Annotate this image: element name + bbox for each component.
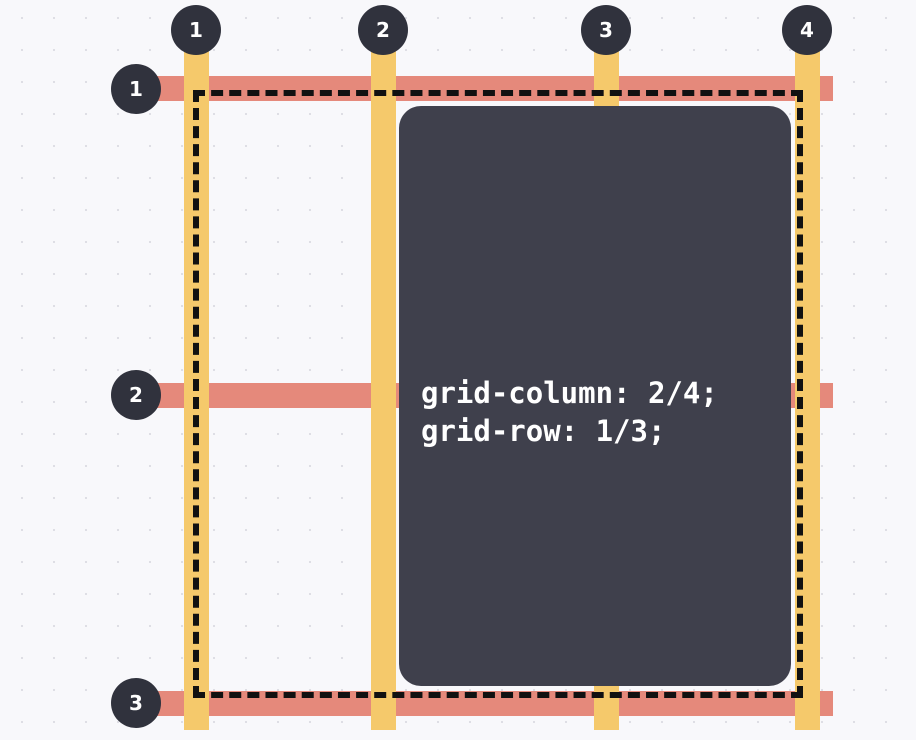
- grid-row-line-1: [130, 76, 833, 101]
- row-line-badge-1: 1: [111, 64, 161, 114]
- column-line-badge-4: 4: [782, 5, 832, 55]
- column-line-badge-2: 2: [358, 5, 408, 55]
- column-line-badge-3: 3: [581, 5, 631, 55]
- grid-row-declaration: grid-row: 1/3;: [421, 414, 666, 448]
- grid-item: grid-column: 2/4; grid-row: 1/3;: [399, 106, 791, 686]
- grid-item-code: grid-column: 2/4; grid-row: 1/3;: [421, 374, 718, 450]
- row-line-badge-3: 3: [111, 678, 161, 728]
- row-line-badge-2: 2: [111, 370, 161, 420]
- grid-column-declaration: grid-column: 2/4;: [421, 376, 718, 410]
- column-line-badge-1: 1: [171, 5, 221, 55]
- grid-column-line-2: [371, 50, 396, 730]
- grid-container-outline: [193, 90, 803, 698]
